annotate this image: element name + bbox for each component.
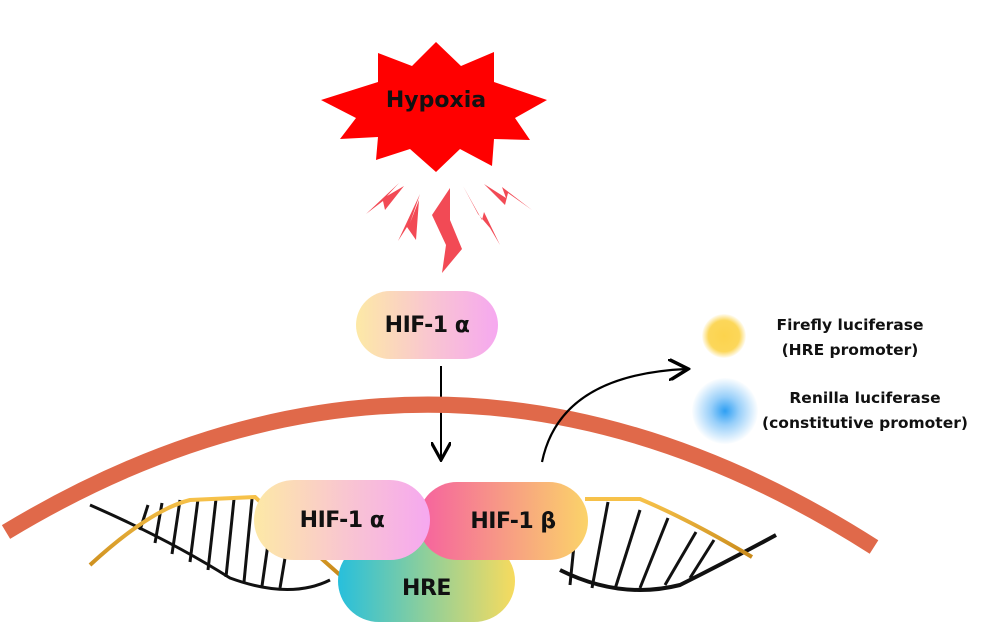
bolt-icon: [366, 183, 404, 214]
hif1-beta-label: HIF-1 β: [470, 508, 556, 534]
hif1-beta: HIF-1 β: [418, 482, 588, 560]
hif1-alpha-bound: HIF-1 α: [254, 480, 430, 560]
legend-firefly: Firefly luciferase (HRE promoter): [760, 313, 940, 363]
legend-renilla-name: Renilla luciferase: [789, 389, 941, 407]
bolt-icon: [463, 186, 500, 245]
hif1-alpha-free: HIF-1 α: [356, 291, 498, 359]
legend-firefly-promoter: (HRE promoter): [781, 341, 919, 359]
hre-label: HRE: [402, 575, 451, 601]
signal-bolts: [366, 183, 532, 273]
hif1-alpha-bound-label: HIF-1 α: [299, 507, 385, 533]
nuclear-membrane: [1, 396, 879, 554]
legend-firefly-name: Firefly luciferase: [776, 316, 924, 334]
hypoxia-starburst: [321, 42, 547, 172]
hypoxia-label: Hypoxia: [385, 88, 487, 113]
bolt-icon: [398, 194, 420, 241]
hif1-alpha-free-label: HIF-1 α: [384, 312, 470, 338]
expression-arrow: [540, 369, 686, 463]
renilla-luciferase-glow-icon: [692, 378, 758, 444]
dna-helix-right: [559, 497, 777, 592]
legend-renilla: Renilla luciferase (constitutive promote…: [745, 386, 985, 436]
legend-renilla-promoter: (constitutive promoter): [762, 414, 968, 432]
bolt-icon: [432, 188, 462, 273]
bolt-icon: [484, 184, 532, 210]
firefly-luciferase-glow-icon: [702, 314, 746, 358]
